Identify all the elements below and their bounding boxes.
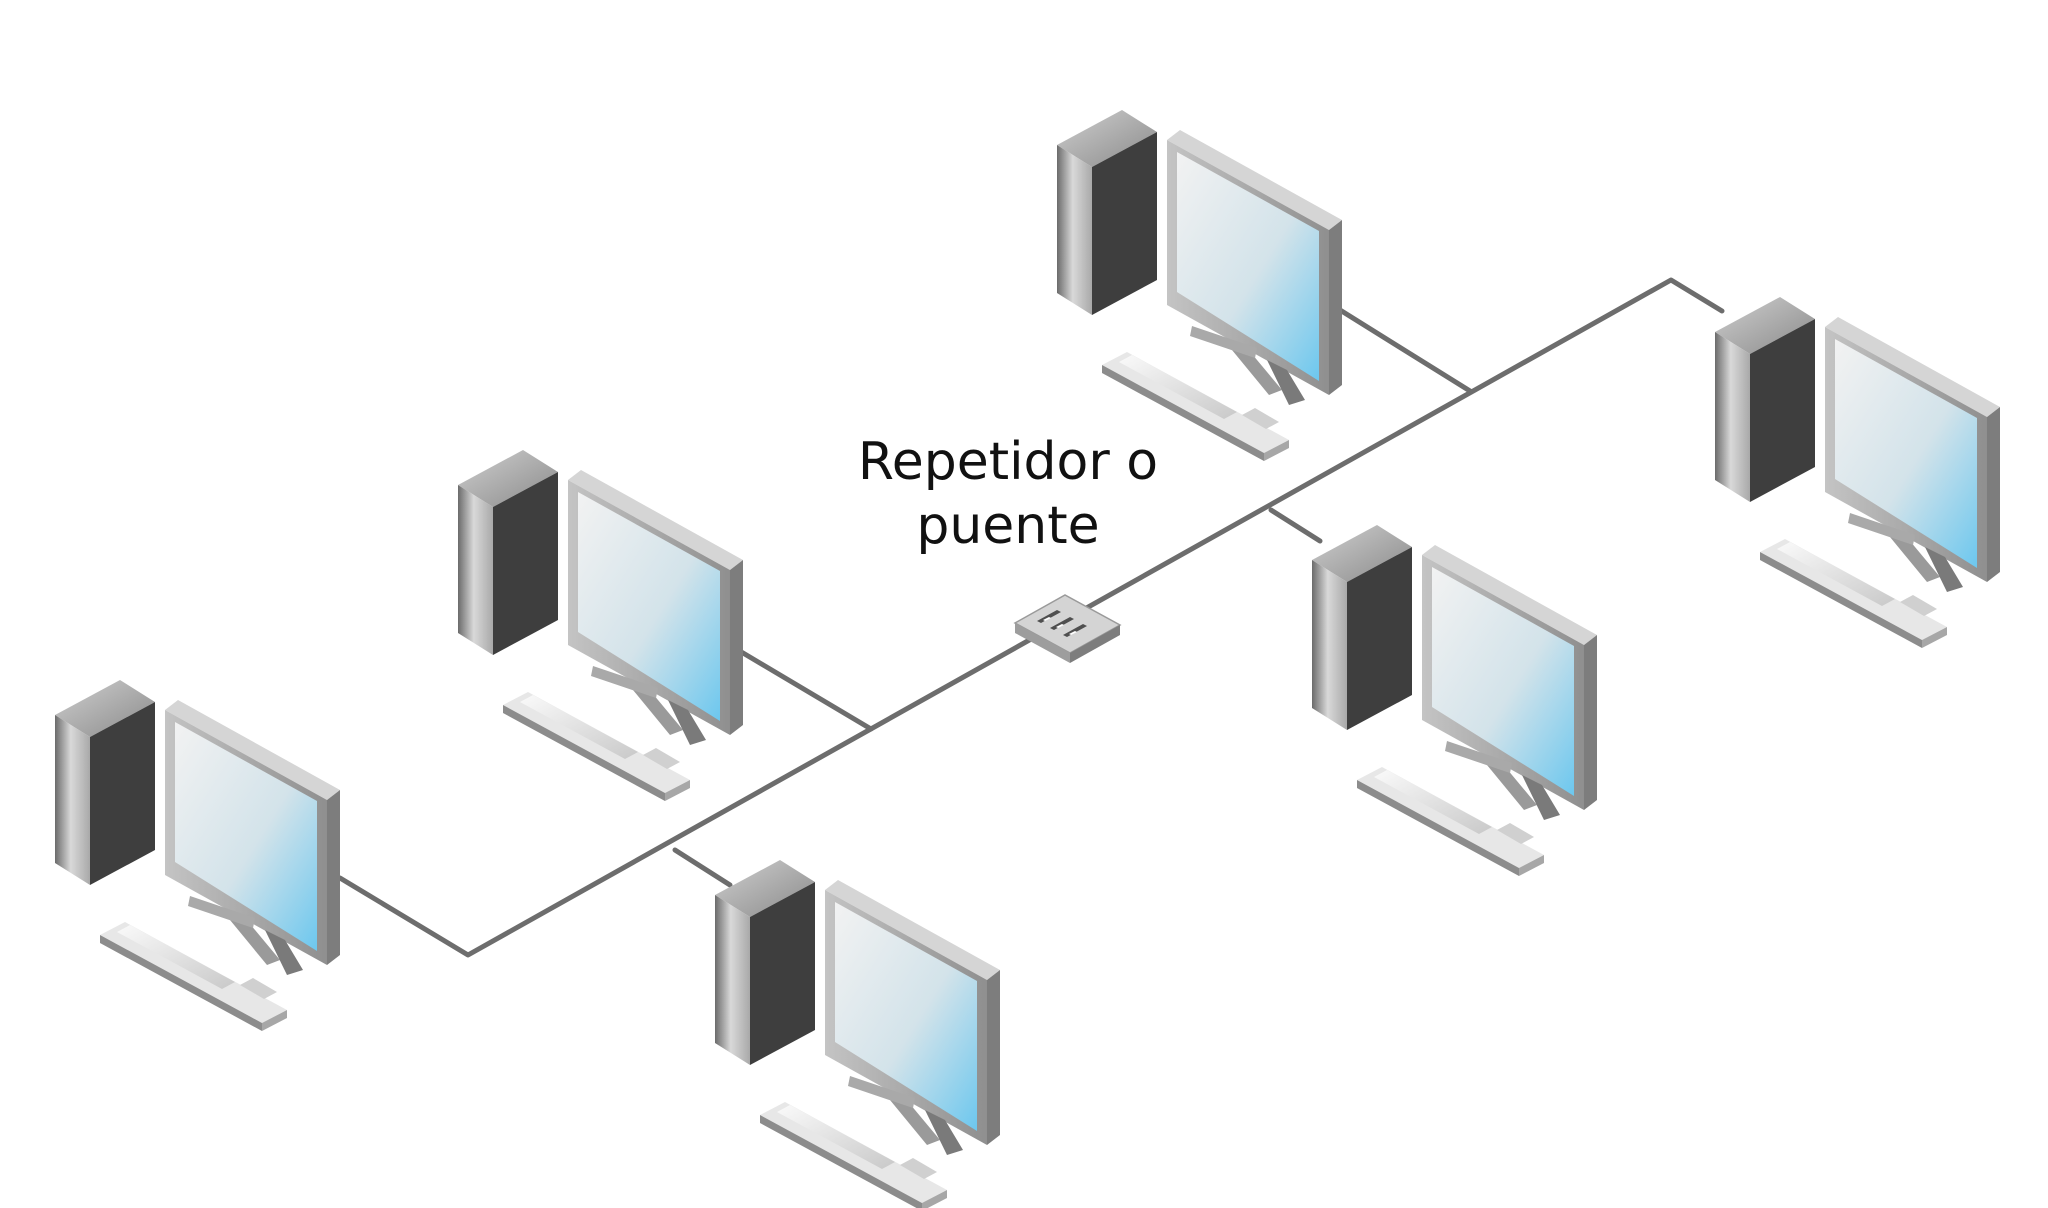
repeater-label: Repetidor o puente <box>818 430 1198 558</box>
computer-6-icon <box>1715 297 2000 648</box>
computer-2-icon <box>458 450 743 801</box>
drop-cable-2 <box>735 647 874 732</box>
computer-3-icon <box>715 860 1000 1208</box>
computer-4-icon <box>1057 110 1342 461</box>
repeater-label-line2: puente <box>916 496 1100 556</box>
drop-cable-5 <box>1268 507 1323 544</box>
repeater-label-line1: Repetidor o <box>857 432 1159 492</box>
drop-cable-4 <box>1337 307 1473 394</box>
computer-5-icon <box>1312 525 1597 876</box>
repeater-bridge-icon <box>1013 594 1122 663</box>
drop-cable-3 <box>672 847 733 888</box>
computer-1-icon <box>55 680 340 1031</box>
